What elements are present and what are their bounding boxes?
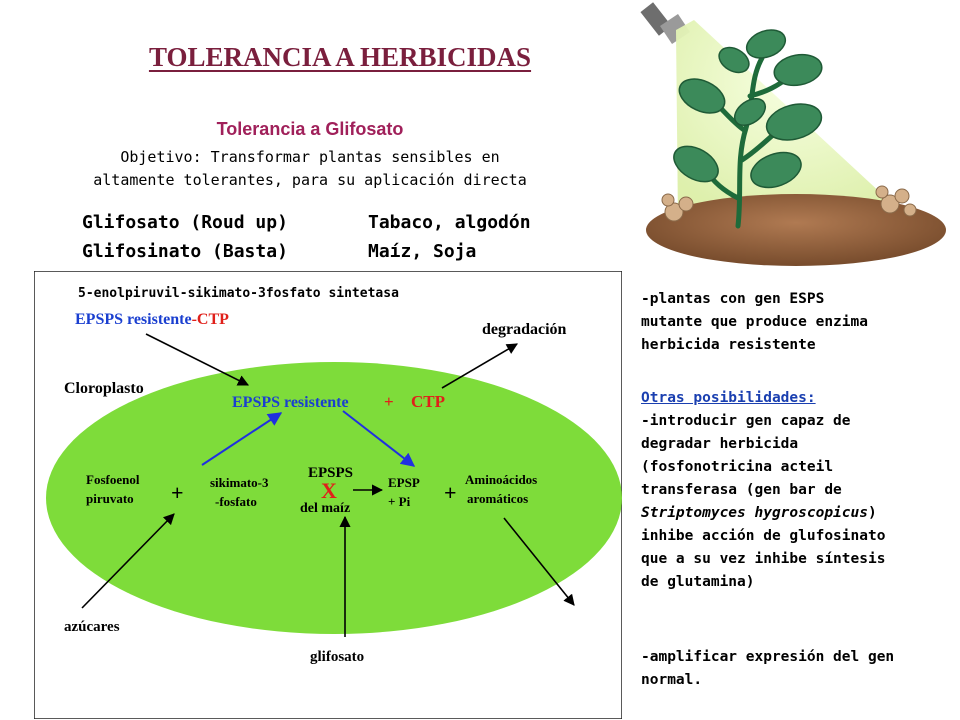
enzyme-full-name: 5-enolpiruvil-sikimato-3fosfato sintetas… bbox=[76, 286, 401, 301]
side-text-line: normal. bbox=[641, 672, 703, 688]
sikimato-label-1: sikimato-3 bbox=[210, 475, 269, 490]
arrow-azucares bbox=[81, 513, 175, 609]
crops-glifosinato: Maíz, Soja bbox=[368, 241, 477, 262]
objective-text: Objetivo: Transformar plantas sensibles … bbox=[30, 146, 590, 192]
side-text-line: inhibe acción de glufosinato bbox=[641, 528, 886, 544]
epsp-label-1: EPSP bbox=[388, 475, 420, 490]
subtitle: Tolerancia a Glifosato bbox=[216, 119, 404, 139]
side-text-line: degradar herbicida bbox=[641, 436, 799, 452]
inhibition-x-mark: X bbox=[321, 478, 337, 503]
plus-sign-1: + bbox=[171, 480, 184, 505]
sikimato-label-2: -fosfato bbox=[215, 494, 257, 509]
del-maiz-label: del maíz bbox=[300, 501, 350, 516]
side-paragraph-esps: -plantas con gen ESPS mutante que produc… bbox=[641, 288, 960, 357]
side-text-line: herbicida resistente bbox=[641, 337, 816, 353]
soil-icon bbox=[646, 194, 946, 266]
azucares-label: azúcares bbox=[64, 619, 120, 635]
side-text-line: Striptomyces hygroscopicus) bbox=[641, 505, 877, 521]
epsps-resistente-label: EPSPS resistente bbox=[232, 394, 349, 411]
epsps-ctp-label: EPSPS resistente-CTP bbox=[75, 311, 229, 328]
side-text-line: -amplificar expresión del gen bbox=[641, 649, 895, 665]
side-text-line: -plantas con gen ESPS bbox=[641, 291, 825, 307]
aminoacidos-label-1: Aminoácidos bbox=[465, 472, 537, 487]
herbicide-glifosato: Glifosato (Roud up) bbox=[82, 212, 288, 233]
fosfoenol-label-1: Fosfoenol bbox=[86, 472, 140, 487]
side-text-line: (fosfonotricina acteil bbox=[641, 459, 834, 475]
page-title: TOLERANCIA A HERBICIDAS bbox=[148, 42, 532, 72]
objective-line-2: altamente tolerantes, para su aplicación… bbox=[93, 171, 527, 189]
epsp-label-2: + Pi bbox=[388, 494, 411, 509]
aminoacidos-label-2: aromáticos bbox=[467, 491, 528, 506]
side-paragraph-amplificar: -amplificar expresión del gen normal. bbox=[641, 646, 960, 692]
degradacion-label: degradación bbox=[482, 321, 567, 338]
leaves-icon bbox=[673, 29, 823, 189]
arrow-blue-sikimato-to-resistant bbox=[201, 412, 283, 466]
fosfoenol-label-2: piruvato bbox=[86, 491, 134, 506]
plus-sign-2: + bbox=[444, 480, 457, 505]
chloroplast-ellipse bbox=[46, 362, 622, 634]
epsps-label: EPSPS bbox=[308, 465, 353, 481]
side-text-line: que a su vez inhibe síntesis bbox=[641, 551, 886, 567]
dead-weeds-icon bbox=[661, 185, 917, 222]
crops-glifosato: Tabaco, algodón bbox=[368, 212, 531, 233]
ctp-label: CTP bbox=[411, 392, 445, 411]
arrow-aminoacids-out bbox=[503, 517, 575, 606]
glifosato-label: glifosato bbox=[310, 649, 364, 665]
arrow-ctp-to-chloroplast bbox=[145, 333, 250, 386]
side-text-line: -introducir gen capaz de bbox=[641, 413, 851, 429]
side-text-line: mutante que produce enzima bbox=[641, 314, 868, 330]
arrow-ctp-to-degradation bbox=[441, 343, 518, 389]
species-name: Striptomyces hygroscopicus bbox=[641, 505, 868, 521]
otras-posibilidades-heading: Otras posibilidades: bbox=[641, 390, 816, 406]
pathway-diagram: EPSPS resistente-CTP degradación Cloropl… bbox=[34, 271, 622, 719]
objective-line-1: Objetivo: Transformar plantas sensibles … bbox=[120, 148, 500, 166]
plus-ctp-sign: + bbox=[384, 392, 394, 411]
cloroplasto-label: Cloroplasto bbox=[64, 380, 144, 397]
plant-illustration bbox=[640, 2, 946, 266]
side-paragraph-otras: Otras posibilidades: -introducir gen cap… bbox=[641, 387, 960, 594]
herbicide-glifosinato: Glifosinato (Basta) bbox=[82, 241, 288, 262]
side-text-line: de glutamina) bbox=[641, 574, 755, 590]
side-text-line: transferasa (gen bar de bbox=[641, 482, 842, 498]
arrow-blue-resistant-to-epsp bbox=[342, 410, 416, 467]
